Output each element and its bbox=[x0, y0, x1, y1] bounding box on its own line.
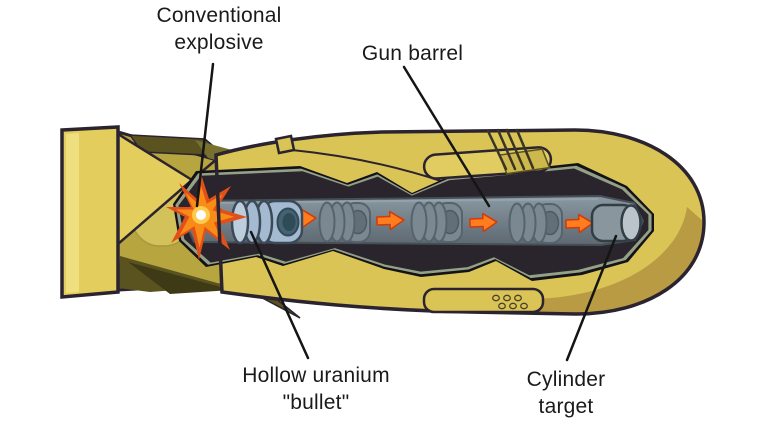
bullet-ghost bbox=[318, 201, 371, 243]
plate-bolt-holes bbox=[492, 294, 528, 310]
tail-box-highlight bbox=[66, 133, 79, 293]
bullet-ghosts bbox=[318, 201, 563, 244]
tail-bottom-dark bbox=[128, 262, 232, 294]
leader-cylinder-target bbox=[565, 234, 618, 362]
label-gun-barrel: Gun barrel bbox=[361, 42, 464, 65]
antenna-prong bbox=[486, 129, 508, 171]
top-lug bbox=[274, 134, 296, 155]
motion-arrow bbox=[469, 212, 498, 233]
motion-arrow bbox=[565, 213, 594, 234]
antenna-plate bbox=[422, 146, 553, 180]
tail-fin-assembly bbox=[60, 125, 301, 319]
bullet-ghost bbox=[508, 202, 563, 244]
motion-arrow bbox=[376, 210, 405, 231]
antenna-prong bbox=[515, 128, 535, 170]
explosion-core bbox=[196, 210, 206, 220]
label-conventional-explosive: Conventional explosive bbox=[156, 4, 282, 54]
leader-lines bbox=[195, 62, 618, 362]
leader-gun-barrel bbox=[402, 65, 491, 208]
cylinder-target bbox=[590, 203, 642, 243]
uranium-bullet bbox=[230, 199, 304, 245]
nose-shading bbox=[528, 207, 704, 314]
antenna-prong bbox=[496, 128, 517, 171]
label-hollow-uranium-bullet: Hollow uranium "bullet" bbox=[242, 364, 390, 414]
access-plate bbox=[422, 287, 545, 314]
body-seam bbox=[291, 149, 445, 183]
bullet-ghost bbox=[410, 201, 463, 243]
body-details bbox=[214, 128, 706, 316]
explosion bbox=[166, 174, 247, 260]
fuze-antennas bbox=[486, 128, 535, 171]
antenna-prong bbox=[505, 128, 526, 171]
leader-conventional-explosive bbox=[195, 62, 215, 208]
leader-hollow-uranium-bullet bbox=[249, 230, 310, 360]
body-outline bbox=[214, 128, 706, 316]
label-cylinder-target: Cylinder target bbox=[526, 368, 606, 418]
